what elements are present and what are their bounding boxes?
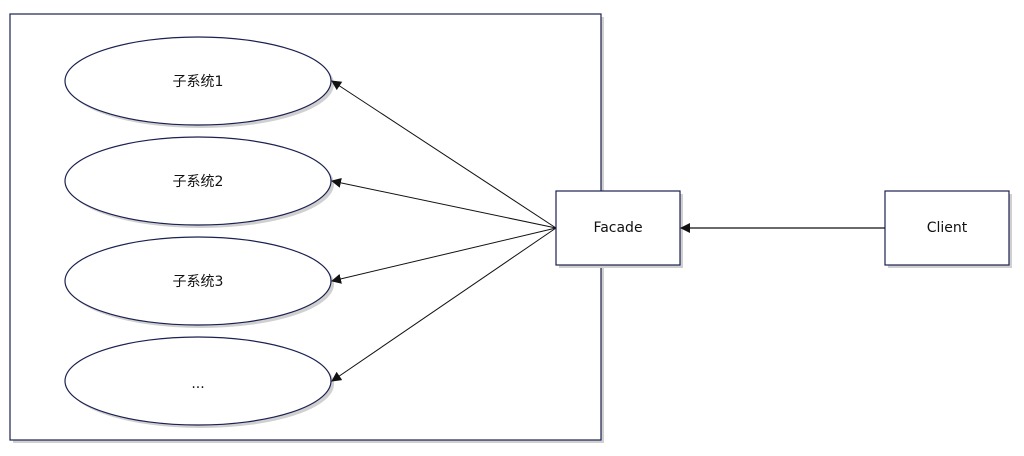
subsystem-3-label: 子系统3: [172, 274, 224, 290]
subsystem-ellipse-3[interactable]: [64, 236, 332, 326]
facade-to-subsystem-arrow-2: [331, 177, 557, 229]
subsystem-1-label: 子系统1: [172, 74, 224, 90]
facade-to-subsystem-arrow-3: [331, 227, 557, 284]
subsystem-2-label: 子系统2: [172, 174, 224, 190]
subsystem-ellipse-4[interactable]: [64, 336, 332, 426]
subsystem-ellipse-2[interactable]: [64, 136, 332, 226]
facade-label: Facade: [593, 220, 643, 236]
subsystem-ellipse-1[interactable]: [64, 36, 332, 126]
facade-to-subsystem-arrow-1: [331, 80, 557, 229]
client-box[interactable]: [884, 190, 1010, 266]
facade-to-subsystem-arrow-4: [331, 227, 557, 382]
subsystem-more-label: ...: [191, 376, 205, 392]
client-label: Client: [926, 220, 968, 236]
